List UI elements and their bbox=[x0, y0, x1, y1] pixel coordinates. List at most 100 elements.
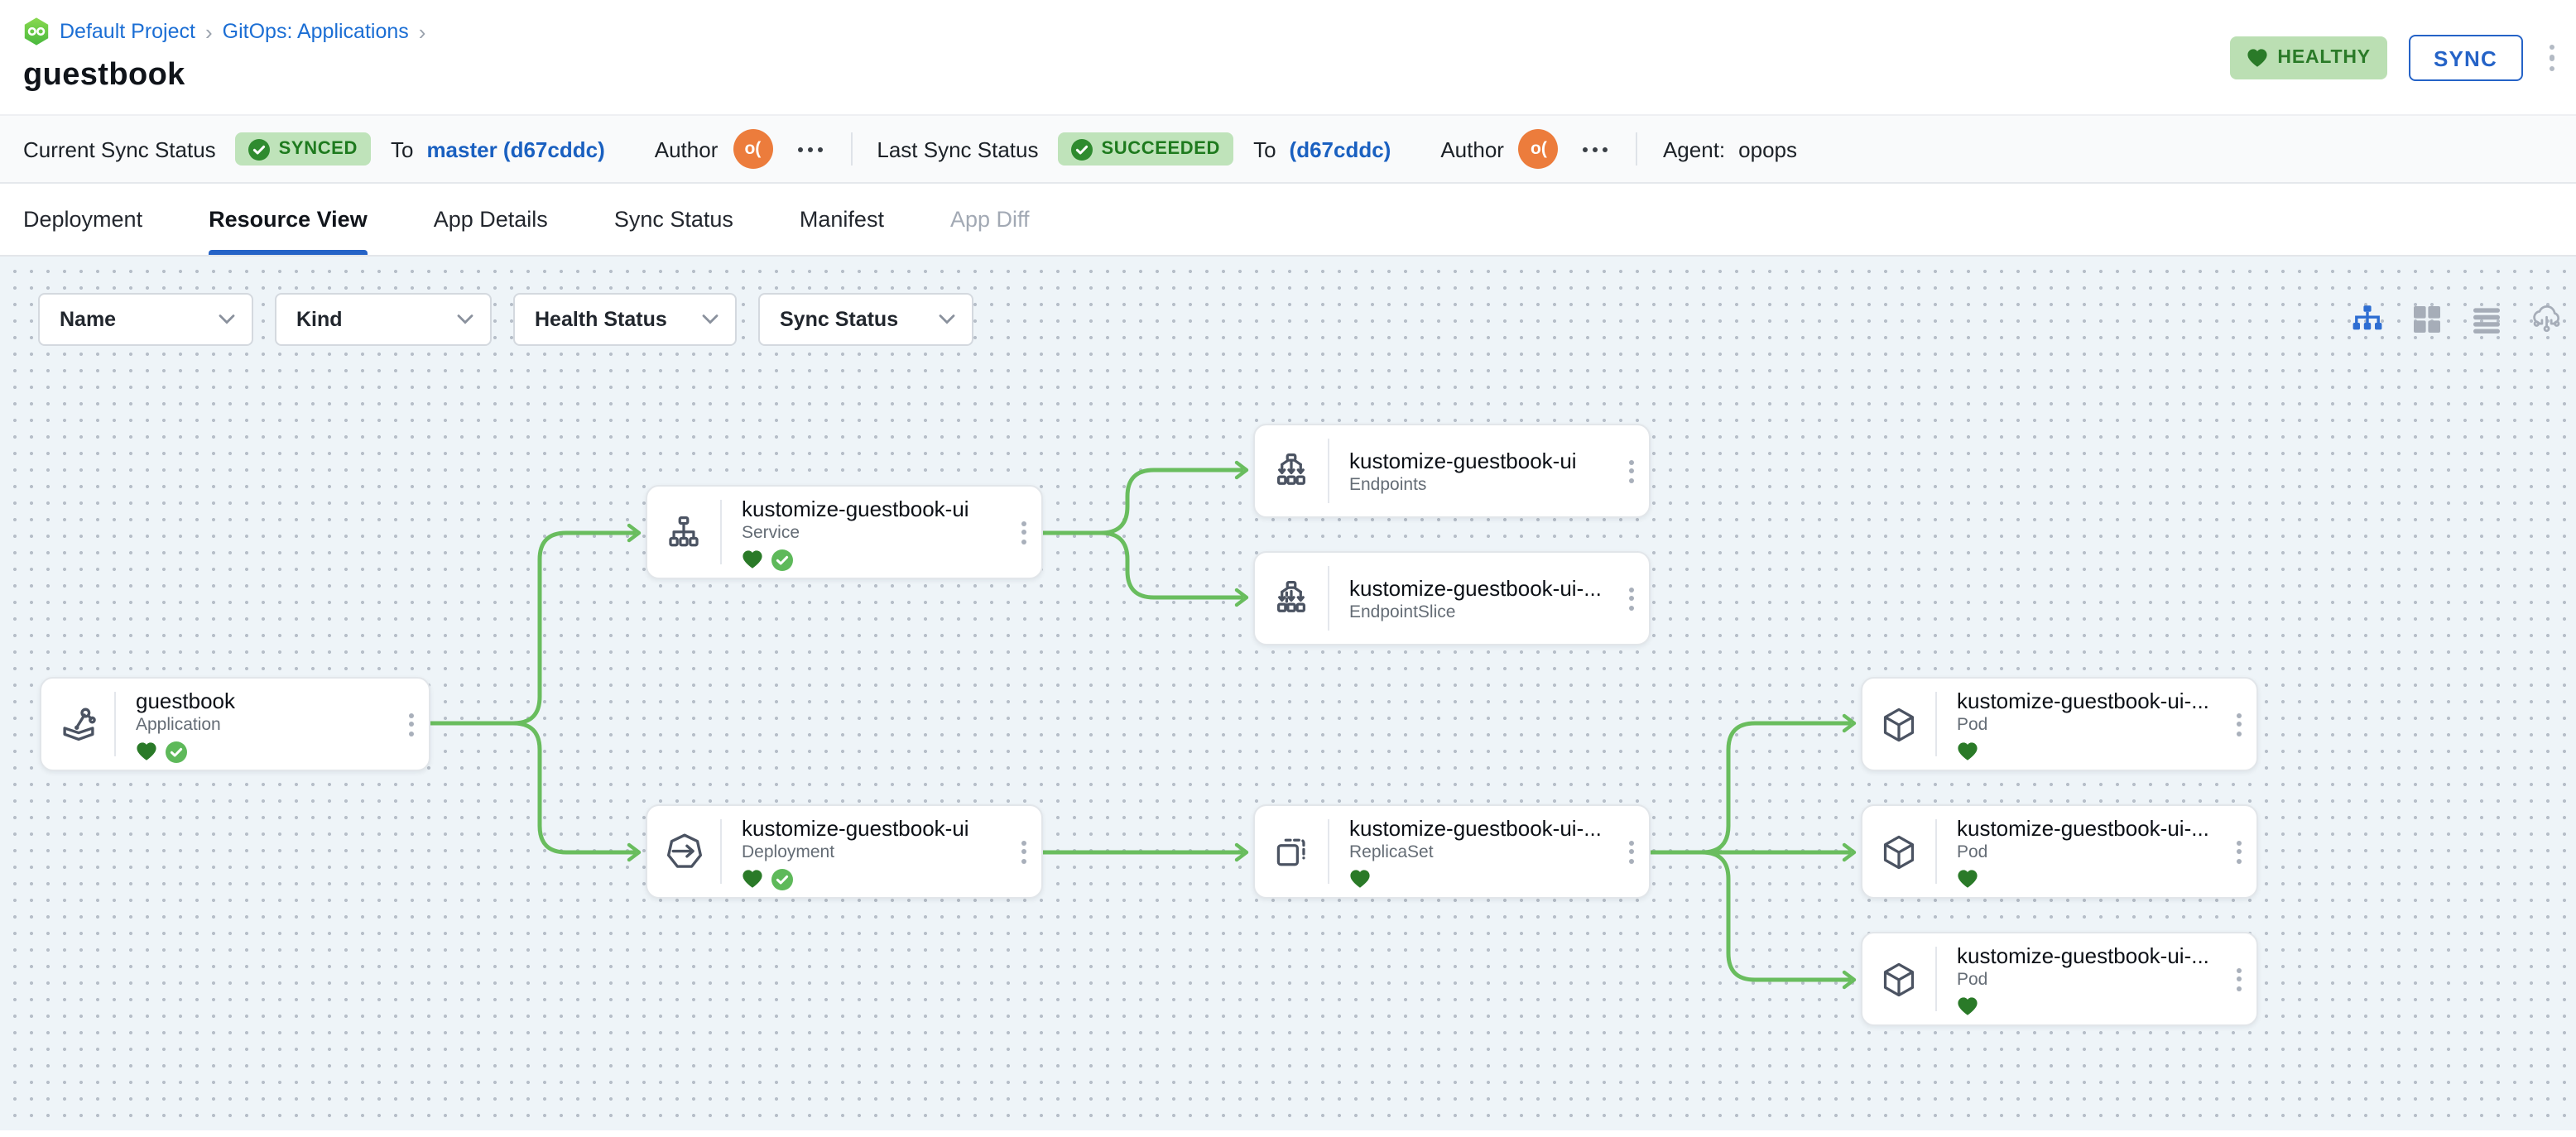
health-status-badge: HEALTHY bbox=[2229, 36, 2387, 79]
edge-rs-pod1 bbox=[1651, 713, 1857, 855]
filter-kind[interactable]: Kind bbox=[275, 293, 492, 346]
filter-label: Sync Status bbox=[780, 308, 899, 331]
filter-name[interactable]: Name bbox=[38, 293, 253, 346]
grid-view-icon[interactable] bbox=[2410, 303, 2444, 336]
divider bbox=[720, 819, 722, 884]
resource-node-endpointslice[interactable]: kustomize-guestbook-ui-...EndpointSlice bbox=[1253, 551, 1651, 645]
node-menu-button[interactable] bbox=[1612, 425, 1649, 516]
sync-button[interactable]: SYNC bbox=[2408, 35, 2522, 81]
resource-node-pod[interactable]: kustomize-guestbook-ui-...Pod bbox=[1861, 804, 2258, 899]
healthy-heart-icon bbox=[1957, 996, 1978, 1016]
divider bbox=[1636, 132, 1638, 166]
resource-node-replicaset[interactable]: kustomize-guestbook-ui-... ReplicaSet bbox=[1253, 804, 1651, 899]
resource-name: kustomize-guestbook-ui bbox=[742, 496, 969, 521]
resource-name: kustomize-guestbook-ui-... bbox=[1349, 815, 1602, 840]
node-menu-button[interactable] bbox=[1612, 553, 1649, 644]
last-sync-status-label: Last Sync Status bbox=[877, 137, 1039, 161]
header-kebab-menu-icon[interactable] bbox=[2544, 40, 2559, 77]
divider bbox=[1935, 819, 1937, 884]
resource-kind: Service bbox=[742, 522, 800, 542]
divider bbox=[114, 692, 116, 756]
divider bbox=[1935, 947, 1937, 1011]
commit-details-more-icon[interactable] bbox=[1580, 140, 1612, 158]
healthy-heart-icon bbox=[1349, 869, 1371, 889]
tab-app-diff[interactable]: App Diff bbox=[949, 207, 1030, 232]
edge-svc-ep bbox=[1043, 460, 1249, 535]
endpoints-icon bbox=[1255, 425, 1328, 516]
node-menu-button[interactable] bbox=[2220, 679, 2256, 770]
author-avatar: o( bbox=[1518, 129, 1559, 169]
synced-badge-label: SYNCED bbox=[278, 139, 358, 159]
resource-name: kustomize-guestbook-ui-... bbox=[1957, 688, 2209, 712]
current-commit-link[interactable]: master (d67cddc) bbox=[426, 137, 605, 161]
current-sync-status-label: Current Sync Status bbox=[23, 137, 216, 161]
resource-kind: Endpoints bbox=[1349, 474, 1427, 494]
node-body: kustomize-guestbook-ui-...Pod bbox=[1937, 933, 2220, 1024]
node-menu-button[interactable] bbox=[2220, 933, 2256, 1024]
author-label: Author bbox=[654, 137, 718, 161]
tree-view-icon[interactable] bbox=[2351, 303, 2384, 336]
gitops-hexagon-icon bbox=[23, 17, 50, 46]
resource-kind: Deployment bbox=[742, 842, 835, 861]
resource-name: kustomize-guestbook-ui-... bbox=[1349, 575, 1602, 600]
header-actions: HEALTHY SYNC bbox=[2229, 35, 2559, 81]
commit-details-more-icon[interactable] bbox=[794, 140, 825, 158]
resource-kind: ReplicaSet bbox=[1349, 842, 1434, 861]
node-status-row bbox=[742, 549, 1005, 570]
filter-sync-status[interactable]: Sync Status bbox=[758, 293, 973, 346]
breadcrumb-gitops-link[interactable]: GitOps: Applications bbox=[222, 20, 409, 43]
healthy-heart-icon bbox=[742, 869, 763, 889]
divider bbox=[850, 132, 853, 166]
node-menu-button[interactable] bbox=[1005, 806, 1041, 897]
divider bbox=[1328, 566, 1329, 631]
breadcrumb-separator: › bbox=[204, 19, 213, 44]
healthy-heart-icon bbox=[1957, 741, 1978, 761]
check-circle-icon bbox=[248, 138, 271, 160]
pod-icon bbox=[1862, 679, 1935, 770]
chevron-down-icon bbox=[219, 314, 235, 324]
to-label: To bbox=[1253, 137, 1276, 161]
succeeded-badge-label: SUCCEEDED bbox=[1101, 139, 1221, 159]
tab-sync-status[interactable]: Sync Status bbox=[613, 207, 733, 232]
filter-health-status[interactable]: Health Status bbox=[513, 293, 737, 346]
resource-name: kustomize-guestbook-ui-... bbox=[1957, 815, 2209, 840]
resource-kind: Pod bbox=[1957, 714, 1988, 734]
node-status-row bbox=[1957, 995, 2220, 1017]
synced-check-icon bbox=[166, 741, 187, 762]
node-menu-button[interactable] bbox=[1005, 487, 1041, 578]
breadcrumb-separator: › bbox=[418, 19, 426, 44]
tab-bar: Deployment Resource View App Details Sync S… bbox=[0, 184, 2576, 257]
filter-label: Name bbox=[60, 308, 117, 331]
node-body: kustomize-guestbook-ui-... ReplicaSet bbox=[1329, 806, 1612, 897]
resource-node-pod[interactable]: kustomize-guestbook-ui-...Pod bbox=[1861, 677, 2258, 771]
check-circle-icon bbox=[1071, 138, 1093, 160]
cluster-view-icon[interactable] bbox=[2530, 303, 2563, 336]
resource-kind: Application bbox=[136, 714, 221, 734]
agent-value: opops bbox=[1738, 137, 1797, 161]
resource-node-pod[interactable]: kustomize-guestbook-ui-...Pod bbox=[1861, 932, 2258, 1026]
divider bbox=[1328, 819, 1329, 884]
tab-app-details[interactable]: App Details bbox=[433, 207, 548, 232]
resource-name: kustomize-guestbook-ui bbox=[1349, 448, 1577, 473]
tab-resource-view[interactable]: Resource View bbox=[209, 184, 368, 255]
list-view-icon[interactable] bbox=[2470, 303, 2503, 336]
healthy-heart-icon bbox=[742, 549, 763, 569]
synced-badge: SYNCED bbox=[235, 132, 371, 166]
node-menu-button[interactable] bbox=[2220, 806, 2256, 897]
breadcrumb-project-link[interactable]: Default Project bbox=[60, 20, 195, 43]
node-menu-button[interactable] bbox=[1612, 806, 1649, 897]
resource-name: kustomize-guestbook-ui-... bbox=[1957, 943, 2209, 967]
resource-kind: Pod bbox=[1957, 969, 1988, 989]
tab-deployment[interactable]: Deployment bbox=[23, 207, 143, 232]
tab-manifest[interactable]: Manifest bbox=[799, 207, 884, 232]
last-commit-link[interactable]: (d67cddc) bbox=[1289, 137, 1391, 161]
node-menu-button[interactable] bbox=[392, 679, 429, 770]
author-avatar: o( bbox=[733, 129, 773, 169]
